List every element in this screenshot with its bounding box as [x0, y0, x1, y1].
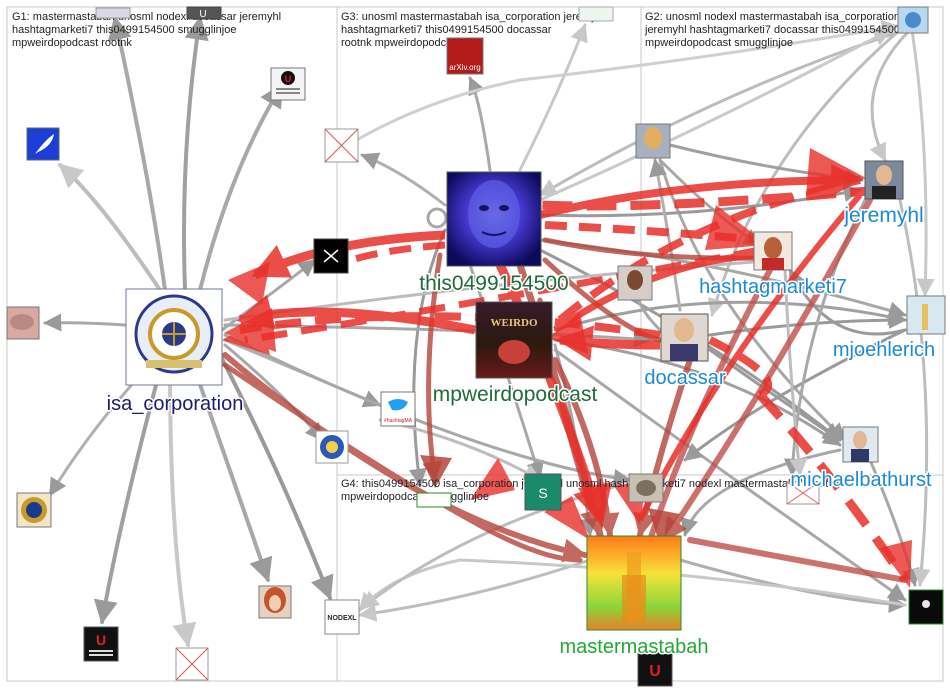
edge: [255, 235, 445, 275]
self-loop: [428, 209, 446, 227]
node-feather[interactable]: [27, 128, 59, 160]
svg-text:#hashtagMA: #hashtagMA: [384, 418, 413, 424]
label-mastermastabah: mastermastabah: [560, 636, 709, 658]
label-mjoehlerich: mjoehlerich: [833, 339, 935, 361]
node-top-thumb-2[interactable]: U: [187, 7, 221, 20]
node-redhead-avatar[interactable]: [259, 586, 291, 618]
svg-text:S: S: [538, 485, 547, 501]
node-mastermastabah[interactable]: [587, 536, 681, 630]
node-badge-s[interactable]: S: [525, 474, 561, 510]
node-blurred-avatar[interactable]: [7, 307, 39, 339]
label-michaelbathurst: michaelbathurst: [790, 469, 932, 491]
edge: [912, 30, 926, 295]
node-cat-avatar[interactable]: [629, 474, 663, 502]
group-label-g1: G1: mastermastabah unosml nodexl docassa…: [12, 11, 284, 49]
svg-text:NODEXL: NODEXL: [327, 615, 357, 622]
label-hashtagmarketi7: hashtagmarketi7: [699, 276, 847, 298]
edge: [380, 420, 540, 480]
label-docassar: docassar: [644, 367, 725, 389]
svg-text:WEIRDO: WEIRDO: [490, 317, 538, 329]
arrowheads: [222, 148, 912, 588]
edge: [184, 18, 200, 290]
edge: [520, 25, 585, 170]
node-unlv-logo[interactable]: U: [271, 68, 305, 100]
edge: [200, 85, 282, 290]
edge: [900, 200, 927, 585]
node-seal[interactable]: [17, 493, 51, 527]
node-mjoehlerich[interactable]: [907, 296, 945, 334]
svg-text:arXiv.org: arXiv.org: [449, 63, 480, 72]
label-mpweirdopodcast: mpweirdopodcast: [433, 383, 598, 406]
label-isa-corporation: isa_corporation: [107, 393, 244, 415]
svg-text:U: U: [96, 632, 106, 648]
node-g3-small[interactable]: [417, 493, 451, 507]
node-x-logo[interactable]: [314, 239, 348, 273]
node-nodexl[interactable]: NODEXL: [325, 600, 359, 634]
node-this0499154500[interactable]: [447, 172, 541, 266]
node-arxiv[interactable]: arXiv.org: [447, 38, 483, 74]
node-jeremyhl[interactable]: [865, 161, 903, 199]
node-top-g3-thumb[interactable]: [579, 7, 613, 21]
node-mpweirdopodcast[interactable]: WEIRDO: [476, 302, 552, 378]
edge: [45, 323, 125, 325]
node-missing-image-1[interactable]: [176, 648, 208, 680]
node-blonde-avatar[interactable]: [636, 124, 670, 158]
node-twitter[interactable]: #hashtagMA: [381, 392, 415, 426]
label-jeremyhl: jeremyhl: [843, 204, 923, 227]
node-docassar[interactable]: [661, 314, 708, 361]
node-woman-avatar[interactable]: [618, 266, 652, 300]
edge: [362, 155, 445, 205]
node-top-g2-thumb[interactable]: [898, 7, 928, 33]
node-top-thumb[interactable]: [96, 8, 130, 18]
nodes: U U U: [7, 7, 945, 686]
node-nsf-seal[interactable]: [316, 431, 348, 463]
svg-text:U: U: [199, 9, 206, 20]
edge: [50, 370, 145, 495]
svg-text:U: U: [285, 74, 292, 84]
svg-text:U: U: [649, 663, 661, 680]
edge: [115, 18, 165, 290]
node-hashtagmarketi7[interactable]: [754, 232, 792, 270]
node-unlv-public[interactable]: U: [84, 627, 118, 661]
node-michaelbathurst[interactable]: [843, 427, 878, 462]
edge: [690, 540, 905, 580]
edge: [360, 560, 590, 615]
edge: [60, 165, 160, 290]
node-dark-thumb[interactable]: [909, 590, 943, 624]
node-isa-corporation[interactable]: [126, 289, 222, 385]
label-this0499154500: this0499154500: [419, 272, 568, 295]
node-missing-image-2[interactable]: [325, 129, 358, 162]
